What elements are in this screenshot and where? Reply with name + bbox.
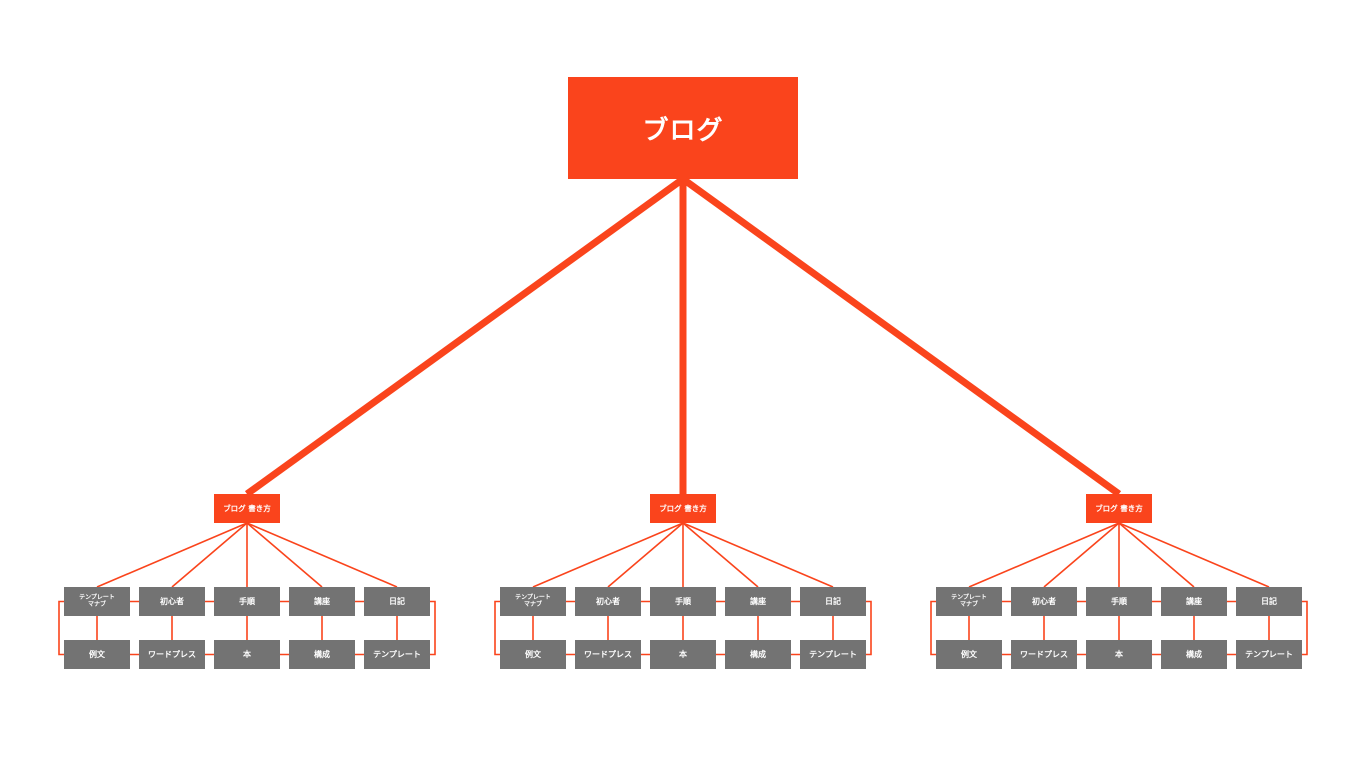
left-bracket-line (930, 600, 936, 656)
cluster-to-leaf-line (532, 522, 684, 588)
keyword-node: 手順 (214, 587, 280, 616)
cluster-to-leaf-line (246, 522, 398, 588)
keyword-node: 本 (650, 640, 716, 669)
keyword-node: 本 (1086, 640, 1152, 669)
keyword-node: 構成 (289, 640, 355, 669)
cluster-node: ブログ 書き方 (214, 494, 280, 523)
keyword-node: 例文 (500, 640, 566, 669)
cluster-node: ブログ 書き方 (1086, 494, 1152, 523)
cluster-to-leaf-line (1043, 522, 1120, 588)
keyword-node: 手順 (650, 587, 716, 616)
keyword-node: 初心者 (1011, 587, 1077, 616)
cluster-to-leaf-line (682, 522, 759, 588)
cluster-to-leaf-line (246, 522, 323, 588)
cluster-node: ブログ 書き方 (650, 494, 716, 523)
root-to-cluster-line (244, 176, 686, 497)
right-bracket-line (866, 600, 872, 656)
keyword-node: 日記 (800, 587, 866, 616)
keyword-node: テンプレート (364, 640, 430, 669)
keyword-node: 例文 (64, 640, 130, 669)
right-bracket-line (1302, 600, 1308, 656)
keyword-node: 手順 (1086, 587, 1152, 616)
keyword-node: テンプレート マナブ (500, 587, 566, 616)
keyword-node: 講座 (1161, 587, 1227, 616)
right-bracket-line (430, 600, 436, 656)
keyword-node: 初心者 (575, 587, 641, 616)
keyword-node: テンプレート (1236, 640, 1302, 669)
root-node: ブログ (568, 77, 798, 179)
cluster-to-leaf-line (96, 522, 248, 588)
keyword-node: テンプレート (800, 640, 866, 669)
keyword-node: 構成 (1161, 640, 1227, 669)
cluster-to-leaf-line (1118, 522, 1270, 588)
keyword-node: テンプレート マナブ (936, 587, 1002, 616)
keyword-node: テンプレート マナブ (64, 587, 130, 616)
keyword-node: ワードプレス (139, 640, 205, 669)
keyword-node: ワードプレス (1011, 640, 1077, 669)
cluster-to-leaf-line (607, 522, 684, 588)
left-bracket-line (494, 600, 500, 656)
root-to-cluster-line (680, 176, 1122, 497)
cluster-to-leaf-line (682, 522, 834, 588)
left-bracket-line (58, 600, 64, 656)
keyword-node: 構成 (725, 640, 791, 669)
cluster-to-leaf-line (1118, 522, 1195, 588)
keyword-node: ワードプレス (575, 640, 641, 669)
keyword-node: 例文 (936, 640, 1002, 669)
cluster-to-leaf-line (968, 522, 1120, 588)
cluster-to-leaf-line (171, 522, 248, 588)
keyword-node: 日記 (1236, 587, 1302, 616)
keyword-node: 日記 (364, 587, 430, 616)
keyword-node: 初心者 (139, 587, 205, 616)
keyword-node: 本 (214, 640, 280, 669)
keyword-node: 講座 (725, 587, 791, 616)
keyword-node: 講座 (289, 587, 355, 616)
